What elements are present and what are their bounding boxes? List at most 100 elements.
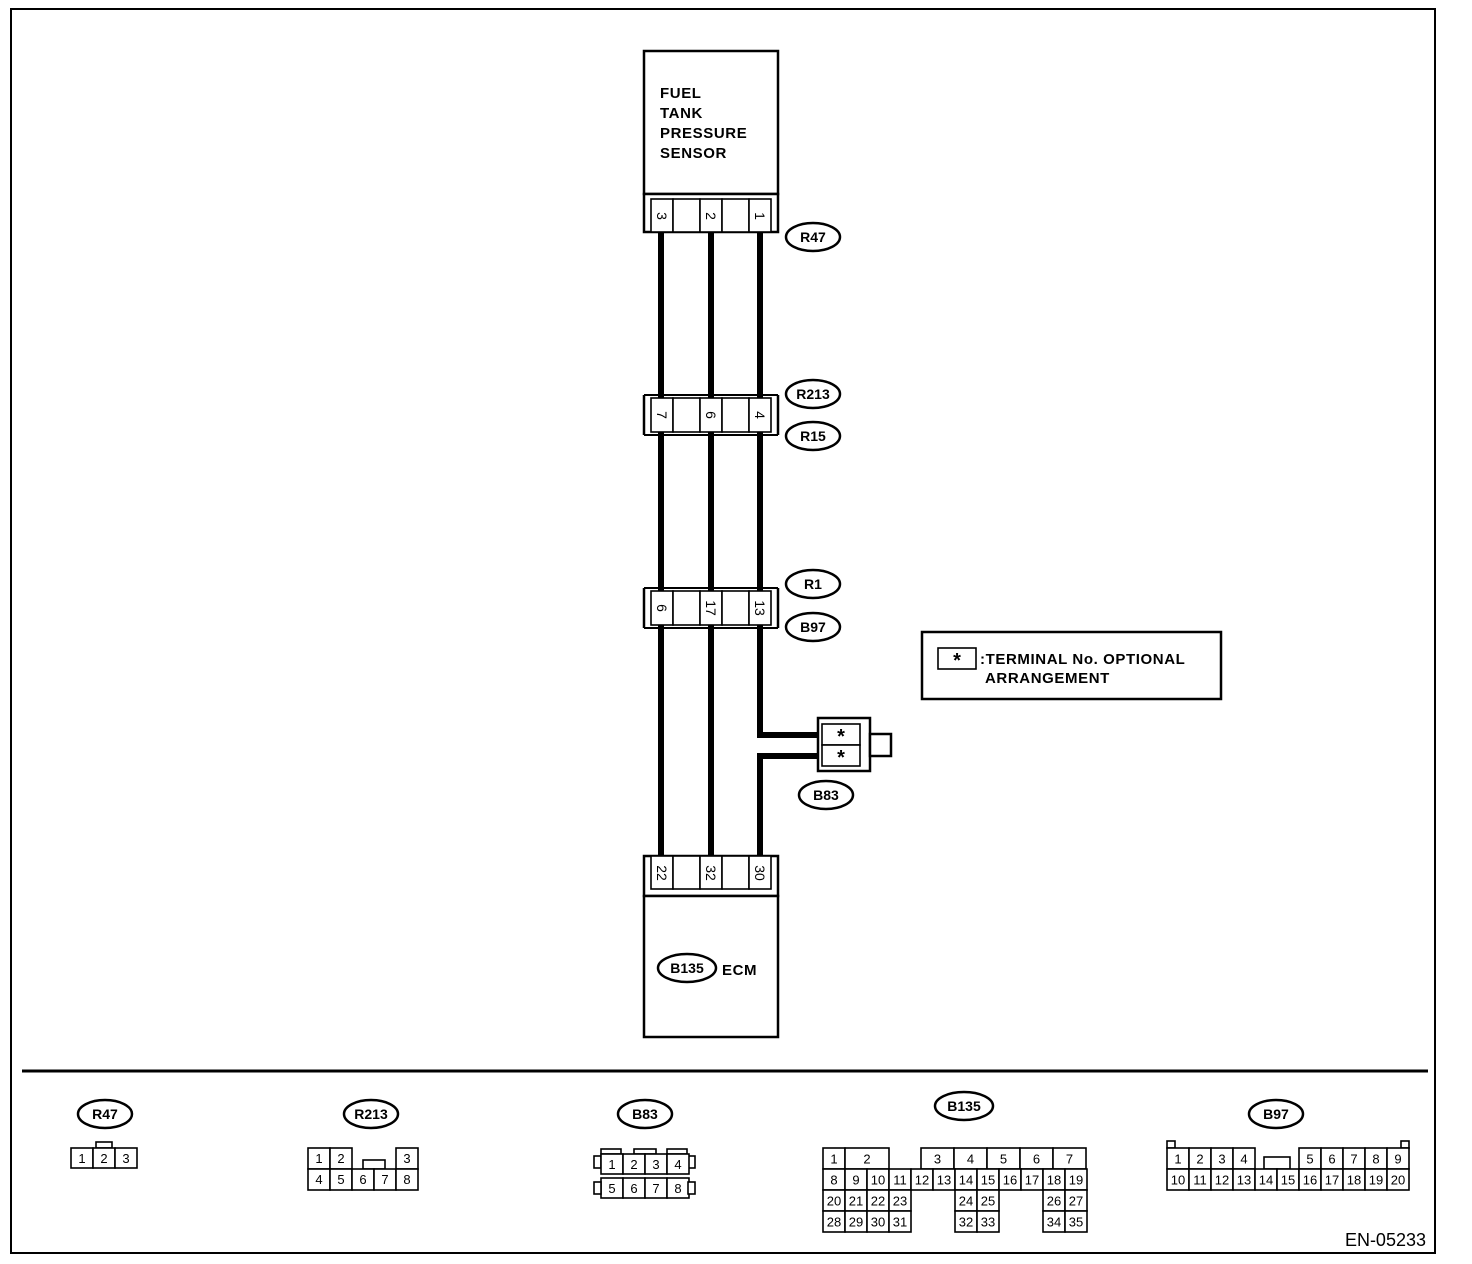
cell-number: 7 bbox=[1066, 1152, 1073, 1167]
pin-number: 7 bbox=[654, 411, 670, 419]
cell-number: 4 bbox=[315, 1172, 322, 1187]
cell-number: 7 bbox=[1350, 1152, 1357, 1167]
side-tab bbox=[687, 1181, 696, 1195]
pin-star: * bbox=[837, 747, 845, 769]
connector-face-r47: R47 1 2 3 bbox=[70, 1098, 138, 1169]
latch bbox=[1166, 1140, 1176, 1149]
b83-connector: * * bbox=[816, 716, 893, 773]
tag-label: R15 bbox=[800, 428, 826, 444]
cell-number: 28 bbox=[827, 1215, 841, 1230]
cell-number: 17 bbox=[1325, 1173, 1339, 1188]
cell-number: 13 bbox=[1237, 1173, 1251, 1188]
pin-number: 1 bbox=[752, 212, 768, 220]
pin-box bbox=[748, 397, 772, 433]
cell-number: 5 bbox=[337, 1172, 344, 1187]
cell-number: 4 bbox=[967, 1152, 974, 1167]
cell-number: 29 bbox=[849, 1215, 863, 1230]
cell-number: 4 bbox=[674, 1157, 681, 1172]
cell-number: 11 bbox=[893, 1173, 907, 1188]
cell-number: 2 bbox=[100, 1151, 107, 1166]
cell-number: 15 bbox=[981, 1173, 995, 1188]
cell-number: 31 bbox=[893, 1215, 907, 1230]
pin-box bbox=[721, 198, 750, 233]
cell-number: 5 bbox=[608, 1181, 615, 1196]
cell-number: 6 bbox=[630, 1181, 637, 1196]
cell-number: 14 bbox=[1259, 1173, 1273, 1188]
cell-number: 2 bbox=[337, 1151, 344, 1166]
pin-number: 4 bbox=[752, 411, 768, 419]
cell-number: 3 bbox=[934, 1152, 941, 1167]
pin-box bbox=[721, 590, 750, 626]
tag-label: R47 bbox=[92, 1106, 118, 1122]
cell-number: 18 bbox=[1047, 1173, 1061, 1188]
cell-number: 4 bbox=[1240, 1152, 1247, 1167]
legend-line: ARRANGEMENT bbox=[985, 670, 1110, 687]
tag-ellipse bbox=[1247, 1098, 1305, 1130]
cell-number: 3 bbox=[652, 1157, 659, 1172]
cell-number: 16 bbox=[1003, 1173, 1017, 1188]
pin-number: 6 bbox=[654, 604, 670, 612]
pin-box bbox=[721, 397, 750, 433]
joint-connector-r1-b97: 6 17 13 bbox=[642, 587, 780, 629]
pin-number: 13 bbox=[752, 600, 768, 616]
tag-ellipse bbox=[616, 1098, 674, 1130]
ecm-label: ECM bbox=[722, 962, 757, 979]
tag-label: B83 bbox=[813, 787, 839, 803]
sensor-label-line: FUEL bbox=[660, 85, 702, 102]
legend-box: * :TERMINAL No. OPTIONAL ARRANGEMENT bbox=[920, 630, 1223, 701]
pin-box bbox=[672, 198, 701, 233]
cell-number: 23 bbox=[893, 1194, 907, 1209]
cell bbox=[976, 1210, 1000, 1233]
cell-number: 19 bbox=[1369, 1173, 1383, 1188]
pin-box bbox=[672, 397, 701, 433]
legend-symbol-box bbox=[937, 647, 977, 670]
cell bbox=[1064, 1210, 1088, 1233]
cell-number: 17 bbox=[1025, 1173, 1039, 1188]
tag-ellipse bbox=[784, 420, 842, 452]
connector-tag-b97: B97 bbox=[784, 611, 842, 643]
tag-ellipse bbox=[784, 611, 842, 643]
cell-number: 20 bbox=[827, 1194, 841, 1209]
cell bbox=[1386, 1168, 1410, 1191]
cell-number: 24 bbox=[959, 1194, 973, 1209]
cell-number: 3 bbox=[1218, 1152, 1225, 1167]
wire-3-to-b83 bbox=[757, 626, 822, 738]
cell-number: 6 bbox=[359, 1172, 366, 1187]
pin-box bbox=[821, 744, 861, 767]
cell-number: 34 bbox=[1047, 1215, 1061, 1230]
cell-number: 9 bbox=[852, 1173, 859, 1188]
legend-line: :TERMINAL No. OPTIONAL bbox=[980, 651, 1185, 668]
cell-number: 2 bbox=[1196, 1152, 1203, 1167]
connector-tag-r47: R47 bbox=[784, 221, 842, 253]
pin-number: 17 bbox=[703, 600, 719, 616]
cell-number: 25 bbox=[981, 1194, 995, 1209]
tag-label: R1 bbox=[804, 576, 822, 592]
cell-number: 3 bbox=[122, 1151, 129, 1166]
cell-number: 27 bbox=[1069, 1194, 1083, 1209]
pin-number: 6 bbox=[703, 411, 719, 419]
tag-label: B135 bbox=[670, 960, 704, 976]
legend-symbol: * bbox=[953, 650, 961, 672]
side-tab bbox=[593, 1155, 602, 1169]
connector-face-b83: B83 1 2 3 4 5 6 7 8 bbox=[593, 1098, 696, 1199]
joint-connector-r213-r15: 7 6 4 bbox=[642, 394, 780, 436]
sensor-label-line: SENSOR bbox=[660, 145, 727, 162]
pin-number: 32 bbox=[703, 865, 719, 881]
wire-3-from-b83 bbox=[757, 753, 822, 858]
pin-number: 2 bbox=[703, 212, 719, 220]
tag-label: R213 bbox=[796, 386, 830, 402]
cell-number: 1 bbox=[830, 1152, 837, 1167]
cell-number: 12 bbox=[1215, 1173, 1229, 1188]
cell bbox=[395, 1168, 419, 1191]
latch bbox=[1263, 1156, 1291, 1170]
cell-number: 13 bbox=[937, 1173, 951, 1188]
pin-star: * bbox=[837, 726, 845, 748]
cell-number: 8 bbox=[674, 1181, 681, 1196]
tag-label: R47 bbox=[800, 229, 826, 245]
sensor-body bbox=[642, 49, 780, 196]
cell-number: 10 bbox=[1171, 1173, 1185, 1188]
cell-number: 30 bbox=[871, 1215, 885, 1230]
tag-label: B97 bbox=[800, 619, 826, 635]
